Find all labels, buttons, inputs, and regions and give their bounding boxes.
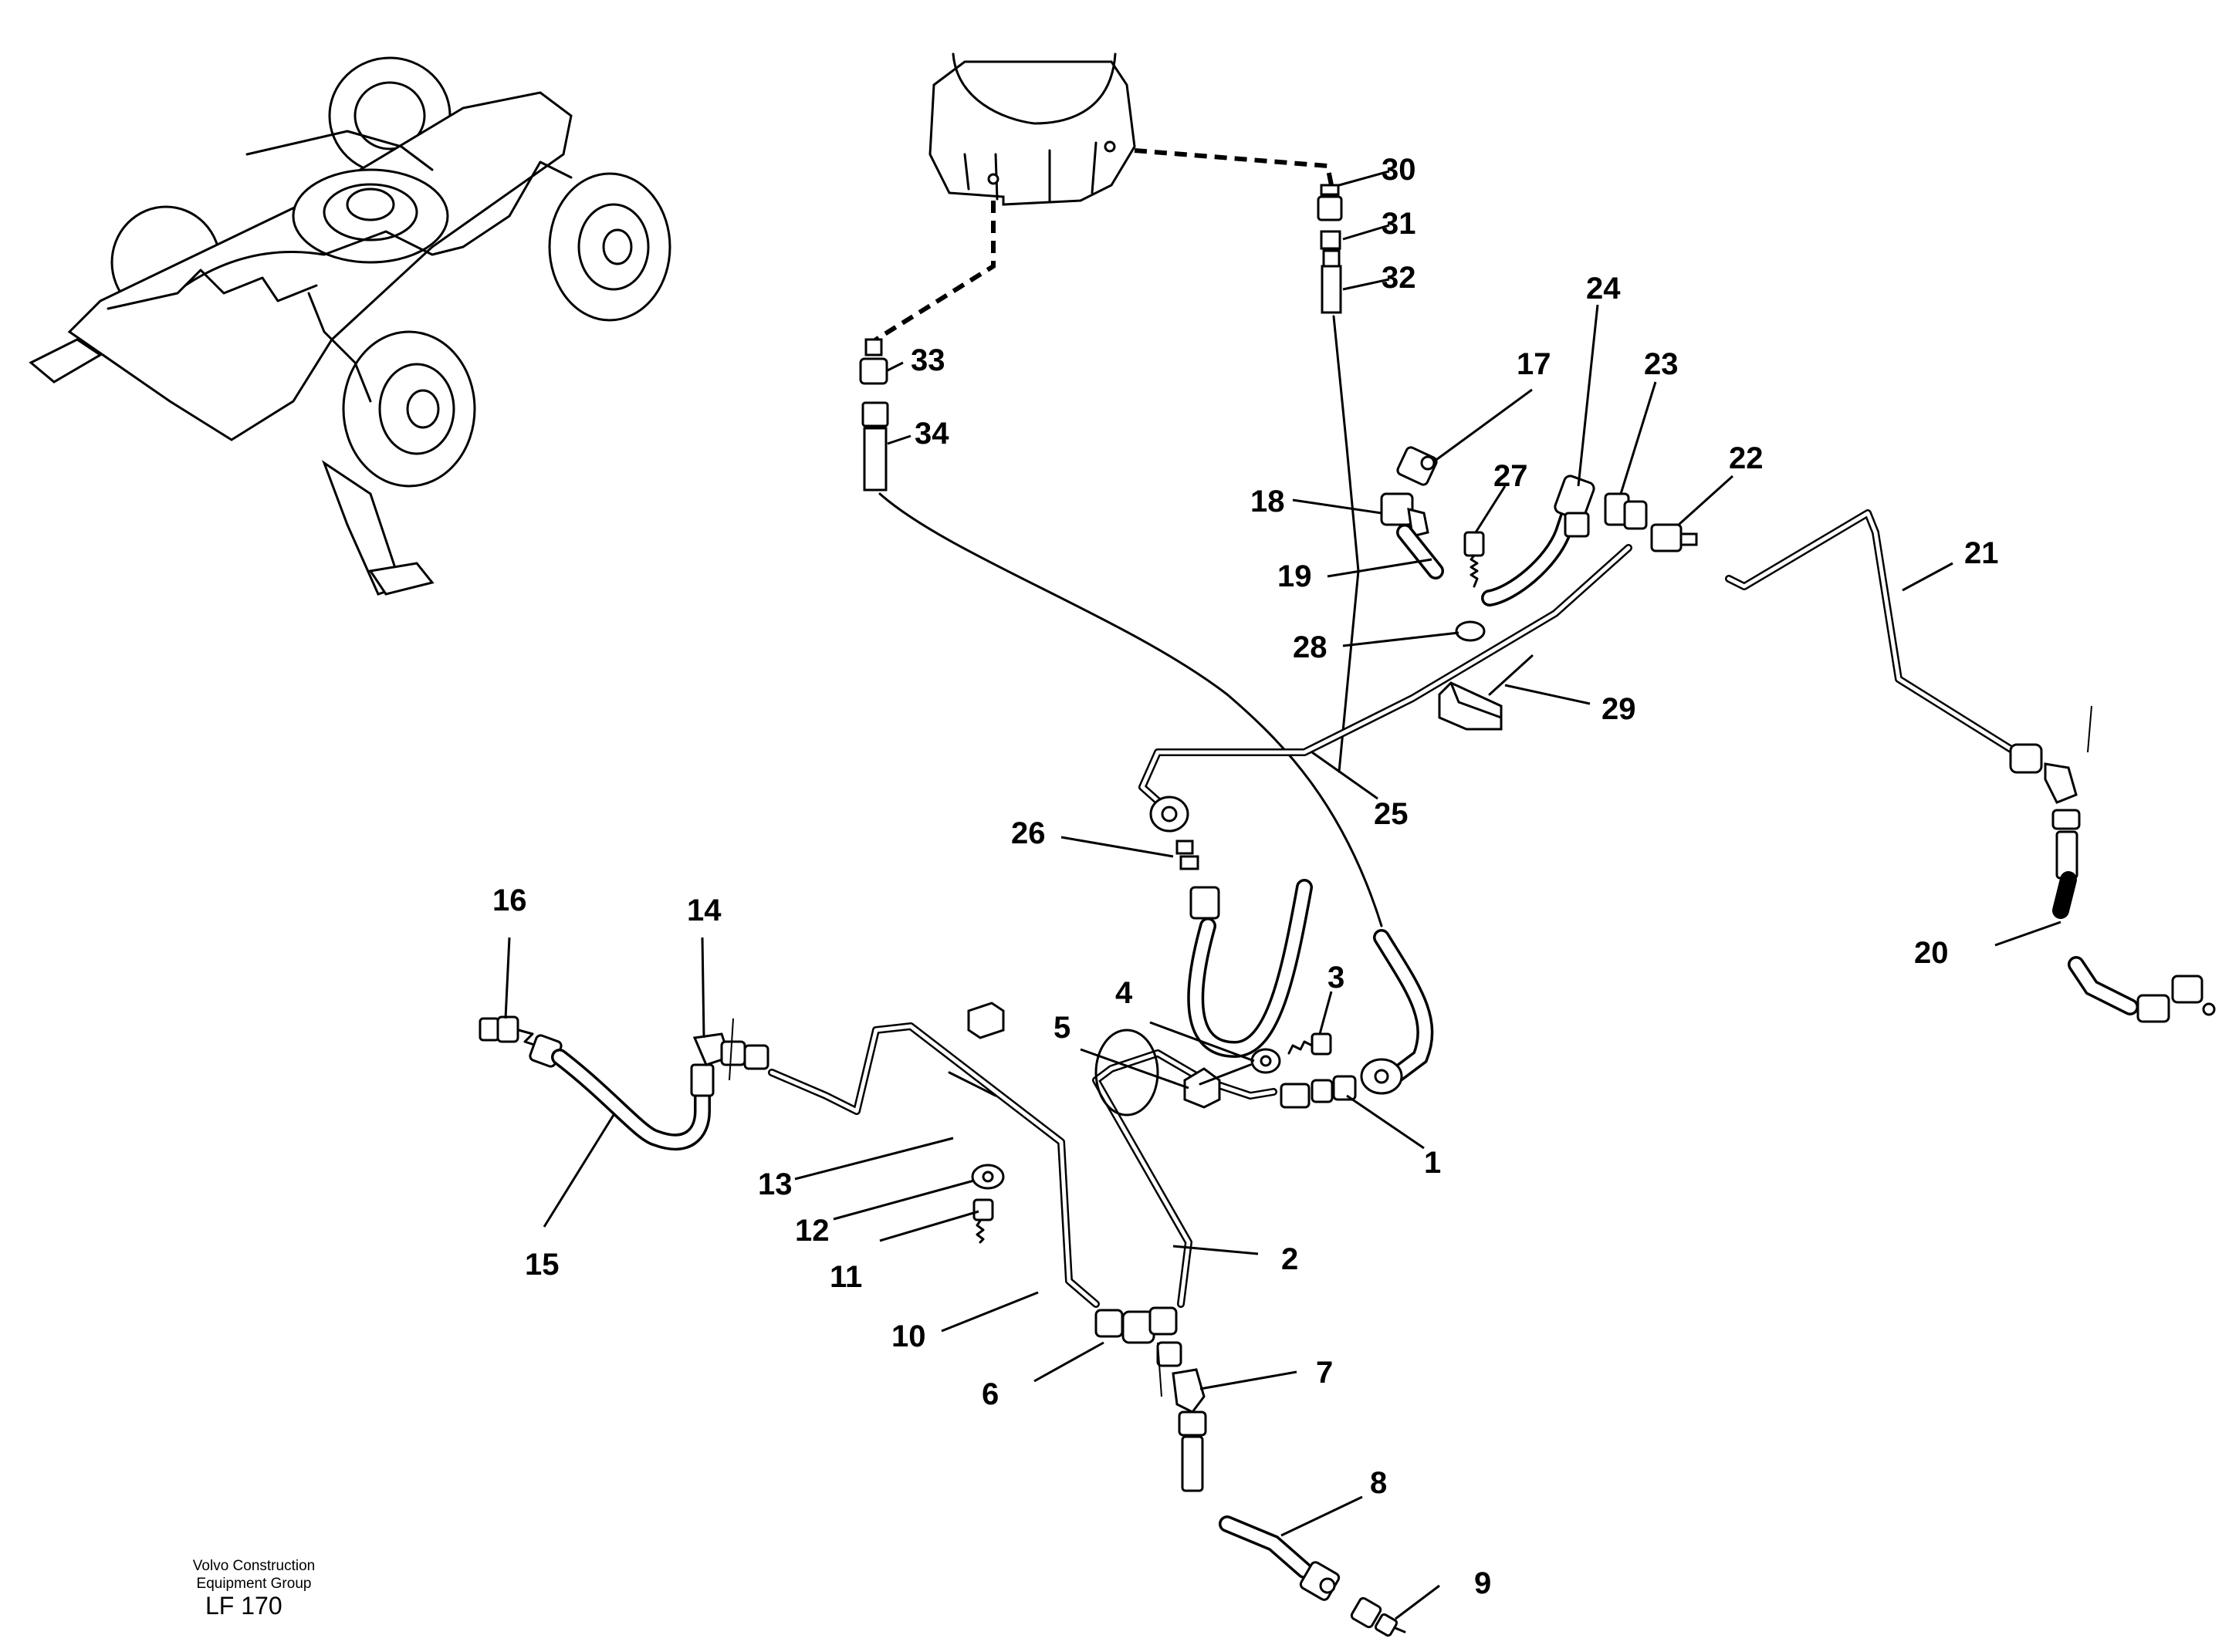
callout-30: 30 (1382, 153, 1416, 187)
fitting-21-end (2009, 743, 2081, 880)
fitting-1 (1280, 1075, 1357, 1109)
swivel-housing-icon (928, 52, 1136, 206)
hose-end-34 (861, 401, 889, 492)
callout-20: 20 (1914, 936, 1949, 970)
circle-2-marker (1094, 1029, 1159, 1117)
callout-19: 19 (1277, 559, 1312, 593)
dashed-link-swivel-to-33 (870, 201, 996, 356)
callout-4: 4 (1115, 976, 1133, 1010)
callout-24: 24 (1586, 272, 1621, 306)
washer-28 (1455, 620, 1486, 642)
hose-end-32 (1321, 265, 1342, 314)
callout-10: 10 (891, 1319, 926, 1353)
fitting-9 (1350, 1596, 1406, 1637)
fitting-16 (479, 1015, 538, 1047)
bolt-3 (1287, 1032, 1332, 1056)
pipe-25 (1138, 544, 1632, 810)
fitting-22 (1650, 523, 1698, 552)
hose-24 (1481, 501, 1579, 606)
fitting-17 (1396, 446, 1438, 486)
publisher-credit: Volvo Construction Equipment Group (165, 1557, 343, 1593)
fitting-1a (1360, 1058, 1403, 1095)
fitting-33 (859, 338, 888, 385)
bolt-11 (972, 1198, 994, 1244)
callout-15: 15 (525, 1248, 560, 1282)
callout-labels: 30 31 32 33 34 17 18 19 27 28 29 24 23 2… (492, 153, 1999, 1600)
dashed-link-swivel-to-30 (1134, 148, 1334, 186)
callout-13: 13 (758, 1167, 793, 1201)
fitting-14 (690, 1032, 769, 1097)
callout-23: 23 (1644, 347, 1679, 381)
washer-4 (1250, 1048, 1281, 1074)
callout-18: 18 (1250, 485, 1285, 519)
fitting-26 (1175, 840, 1220, 920)
fitting-23 (1604, 492, 1648, 530)
callout-32: 32 (1382, 261, 1416, 295)
fitting-20-end (2136, 975, 2216, 1023)
callout-31: 31 (1382, 207, 1416, 241)
callout-26: 26 (1011, 816, 1046, 850)
fitting-31 (1320, 230, 1341, 268)
callout-29: 29 (1601, 692, 1636, 726)
callout-34: 34 (915, 417, 949, 451)
fitting-24 (1554, 475, 1595, 538)
callout-25: 25 (1374, 797, 1409, 831)
callout-33: 33 (911, 343, 945, 377)
drawing-code: LF 170 (205, 1592, 282, 1620)
callout-5: 5 (1054, 1011, 1070, 1045)
wheel-front-right (342, 330, 476, 488)
clamp-29 (1438, 654, 1534, 731)
publisher-line-1: Volvo Construction (192, 1558, 316, 1574)
callout-22: 22 (1729, 441, 1764, 475)
callout-21: 21 (1964, 536, 1999, 570)
publisher-line-2: Equipment Group (196, 1576, 312, 1592)
pipe-10 (768, 1022, 1100, 1308)
callout-3: 3 (1328, 961, 1344, 995)
nut-26a (1149, 796, 1189, 833)
callout-12: 12 (795, 1214, 830, 1248)
elbow-7 (1172, 1368, 1207, 1492)
tee-6 (1094, 1306, 1182, 1367)
fitting-30 (1317, 184, 1343, 221)
callout-2: 2 (1281, 1242, 1298, 1276)
callout-8: 8 (1370, 1466, 1387, 1500)
wheel-rear-right (548, 172, 671, 322)
callout-9: 9 (1474, 1566, 1491, 1600)
bolt-27 (1463, 531, 1485, 588)
hose-32-run (1332, 315, 1360, 773)
callout-6: 6 (982, 1377, 999, 1411)
hose-20 (2052, 871, 2077, 919)
callout-7: 7 (1316, 1356, 1333, 1390)
hose-34-run (878, 492, 1383, 927)
clamp-13 (948, 1002, 1005, 1097)
clamp-5 (1183, 1063, 1252, 1109)
callout-28: 28 (1293, 630, 1328, 664)
washer-12 (971, 1164, 1005, 1190)
callout-14: 14 (687, 894, 722, 927)
callout-17: 17 (1517, 347, 1551, 381)
fitting-8 (1299, 1561, 1341, 1601)
callout-1: 1 (1424, 1146, 1441, 1180)
leader-lines (504, 170, 2061, 1620)
callout-16: 16 (492, 883, 527, 917)
machine-overview-icon (29, 56, 671, 596)
callout-27: 27 (1493, 459, 1528, 493)
callout-11: 11 (830, 1260, 862, 1294)
